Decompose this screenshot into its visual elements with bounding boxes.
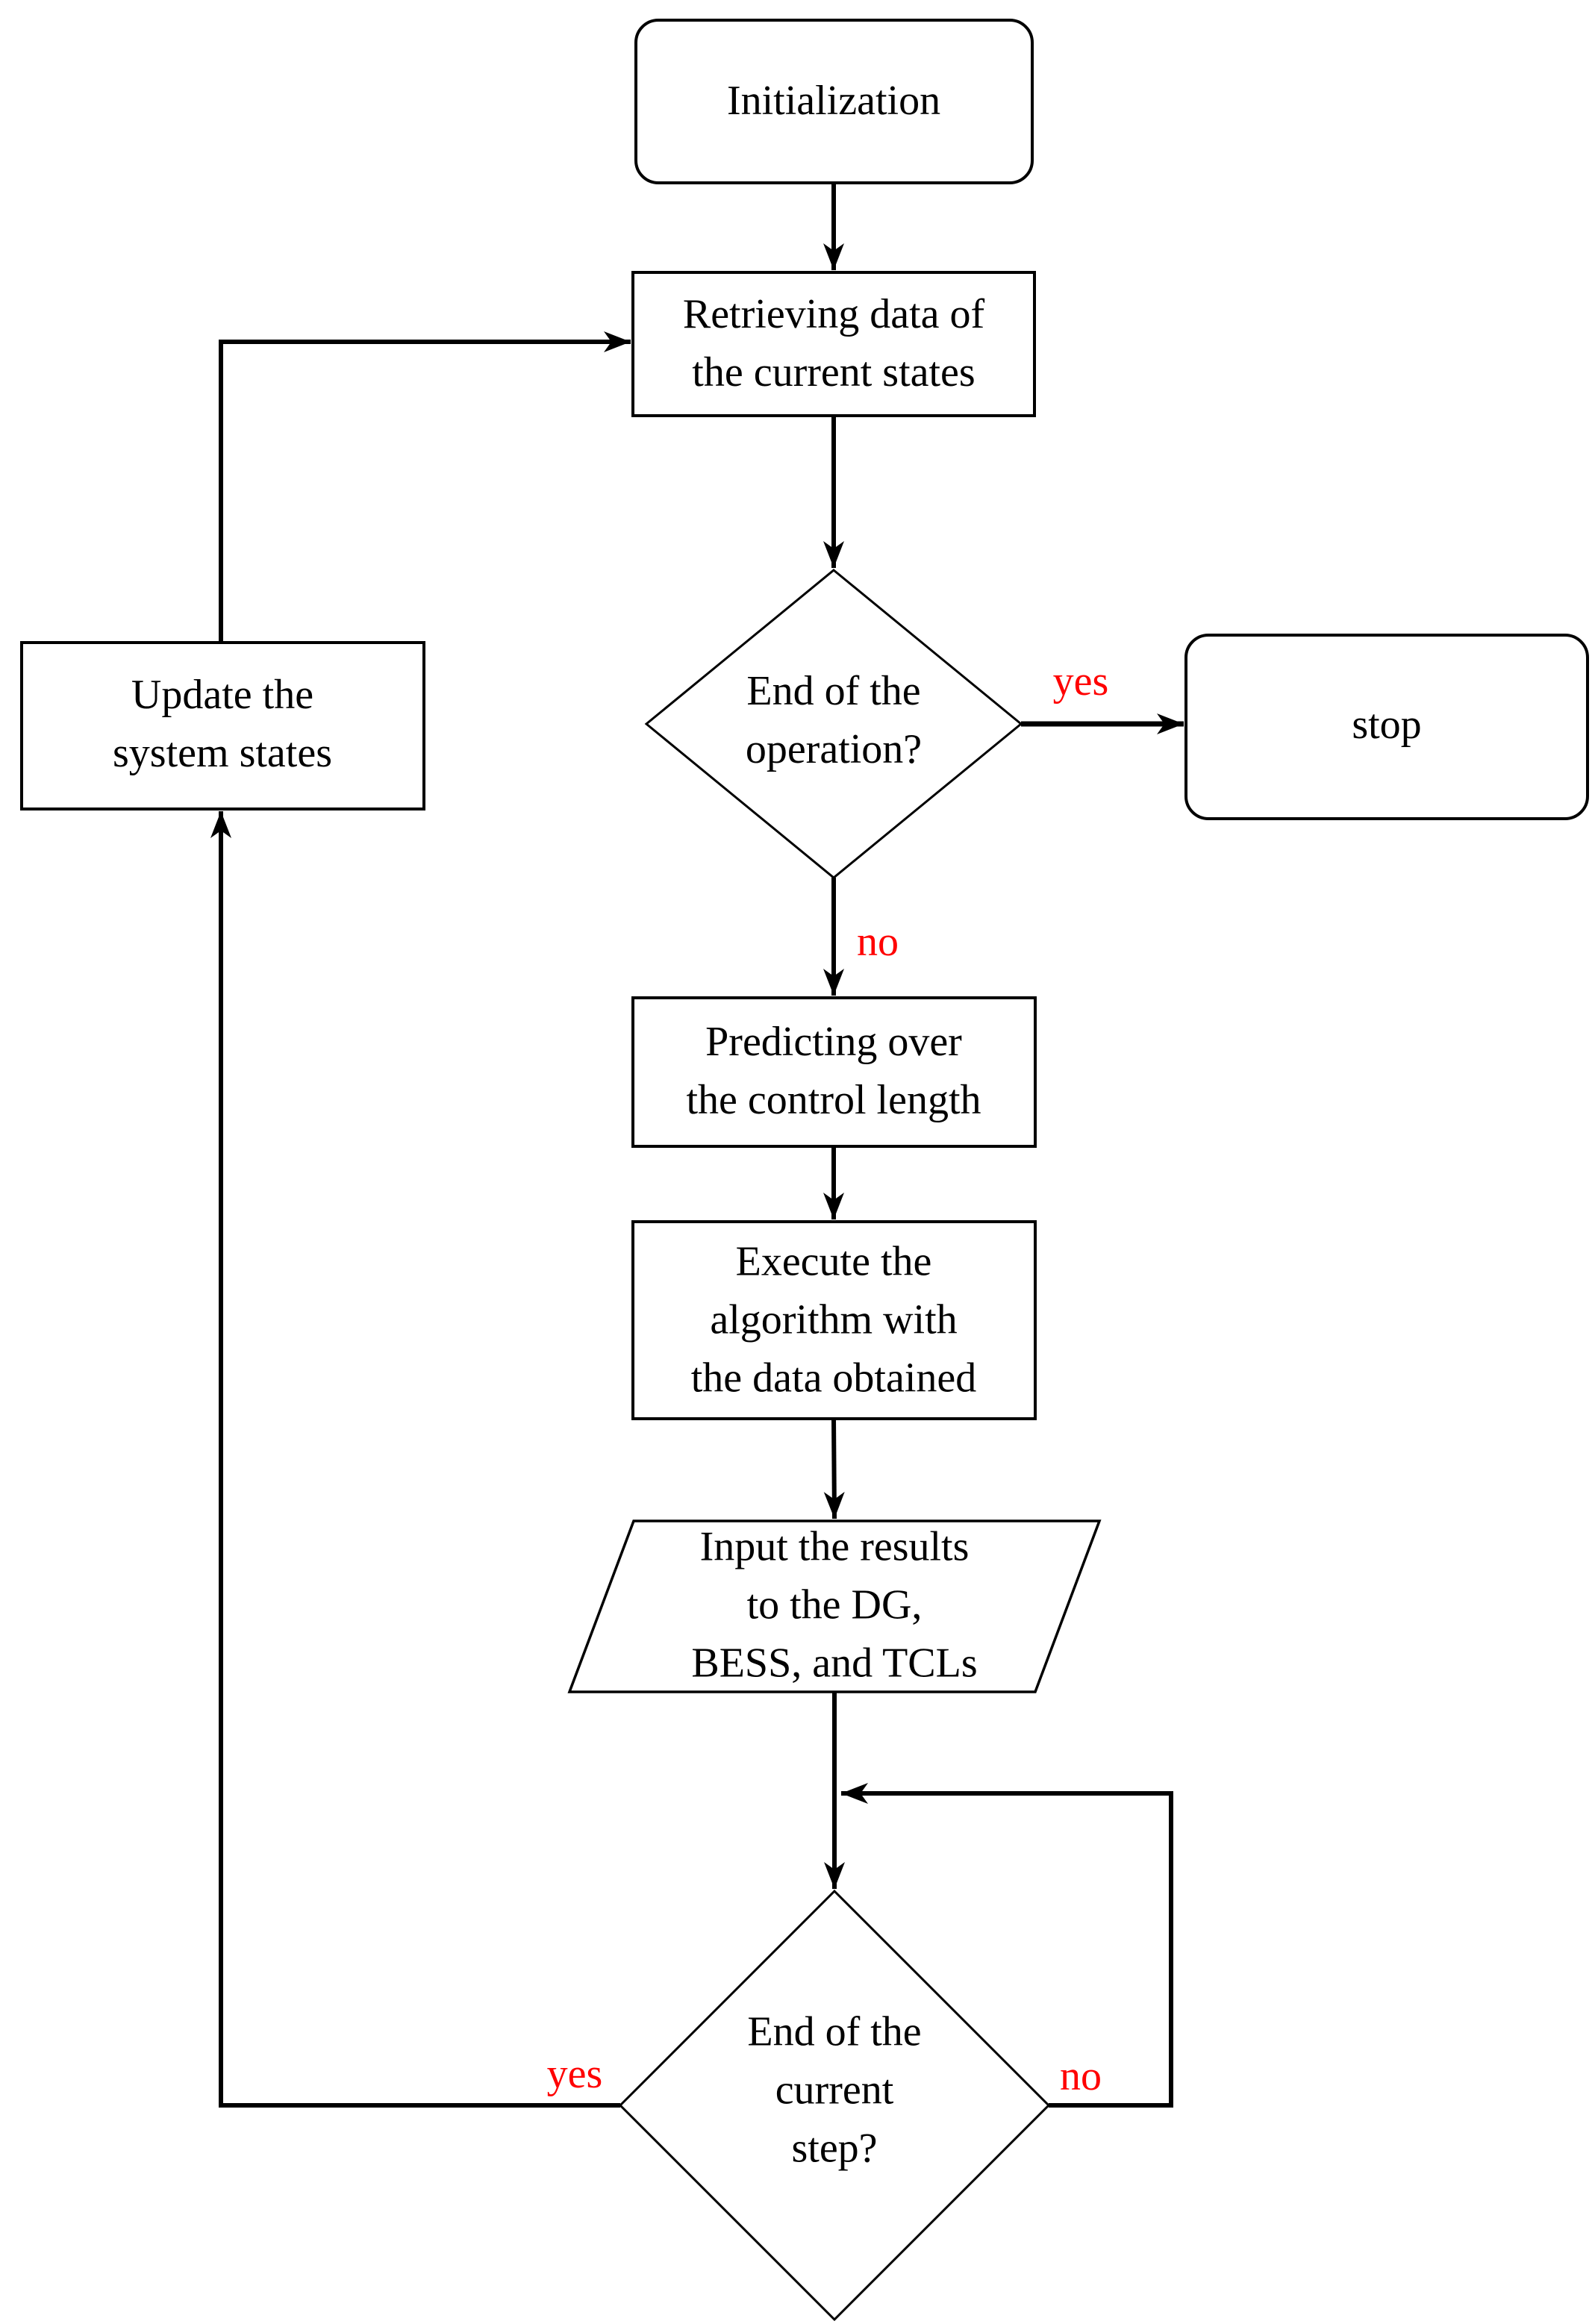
end-operation-no-label: no [857, 919, 899, 965]
end-operation-decision-node [644, 569, 1023, 879]
stop-node [1184, 634, 1589, 820]
input-results-label: Input the results to the DG, BESS, and T… [691, 1523, 978, 1686]
predict-node [631, 996, 1037, 1148]
input-results-node [567, 1519, 1102, 1693]
end-operation-label: End of the operation? [745, 668, 923, 772]
execute-node [631, 1220, 1037, 1420]
predict-label: Predicting over the control length [686, 1019, 981, 1123]
end-step-decision-node [618, 1889, 1051, 2322]
edge-end-step-yes-to-update [210, 811, 620, 2108]
end-step-yes-label: yes [546, 2051, 603, 2097]
end-operation-yes-label: yes [1052, 658, 1109, 705]
stop-label: stop [1352, 702, 1422, 749]
end-step-no-label: no [1060, 2053, 1102, 2099]
execute-label: Execute the algorithm with the data obta… [690, 1238, 977, 1401]
initialization-label: Initialization [726, 78, 941, 125]
end-step-label: End of the current step? [747, 2008, 922, 2171]
retrieve-label: Retrieving data of the current states [682, 291, 985, 396]
edge-end-step-no-loop [841, 1783, 1173, 2108]
retrieve-node [631, 271, 1036, 417]
initialization-node [634, 19, 1034, 184]
update-label: Update the system states [113, 672, 332, 776]
update-node [20, 641, 425, 810]
edge-update-to-retrieve [219, 331, 631, 643]
